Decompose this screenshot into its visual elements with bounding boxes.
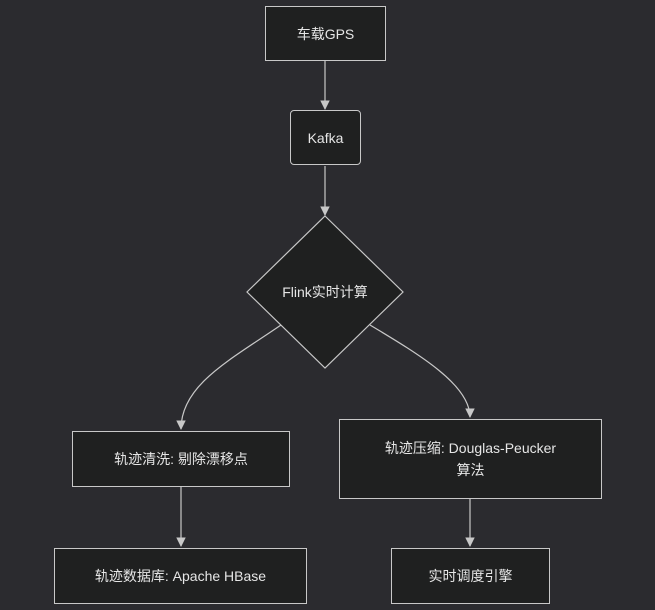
node-trajectory-database-label: 轨迹数据库: Apache HBase [94, 568, 267, 584]
node-realtime-dispatch: 实时调度引擎 [391, 548, 550, 604]
node-trajectory-compression-label-line2: 算法 [456, 462, 485, 478]
node-vehicle-gps-label: 车载GPS [296, 25, 355, 42]
flink-diamond-shape [246, 215, 404, 369]
node-kafka: Kafka [290, 110, 361, 165]
node-trajectory-compression: 轨迹压缩: Douglas-Peucker 算法 [339, 419, 602, 499]
node-trajectory-cleaning-label: 轨迹清洗: 剔除漂移点 [114, 451, 248, 467]
node-trajectory-database: 轨迹数据库: Apache HBase [54, 548, 307, 604]
node-realtime-dispatch-label: 实时调度引擎 [428, 568, 513, 584]
node-trajectory-cleaning: 轨迹清洗: 剔除漂移点 [72, 431, 290, 487]
node-flink-label: Flink实时计算 [282, 284, 368, 300]
edge-flink-to-cleaning [176, 324, 282, 430]
node-kafka-label: Kafka [307, 129, 344, 146]
node-vehicle-gps: 车载GPS [265, 6, 386, 61]
edge-flink-to-compression [369, 324, 475, 418]
node-trajectory-compression-label-line1: 轨迹压缩: Douglas-Peucker [384, 440, 557, 456]
